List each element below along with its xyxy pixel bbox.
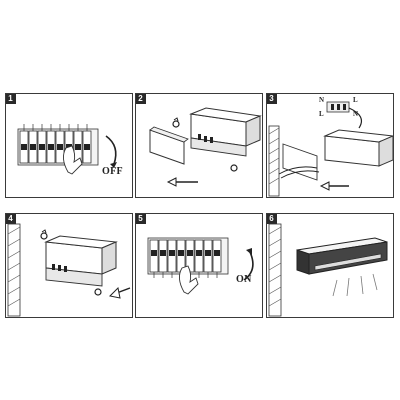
step-6-panel: 6 (266, 213, 394, 318)
remove-mounting-plate-illustration (149, 107, 262, 187)
step-5-panel: 5 ON (135, 213, 263, 318)
step-number: 2 (136, 94, 146, 104)
step-1-panel: 1 OFF (5, 93, 133, 198)
step-number: 4 (6, 214, 16, 224)
wiring-connection-illustration (268, 101, 393, 197)
mount-on-wall-illustration (7, 223, 131, 317)
step-4-panel: 4 (5, 213, 133, 318)
wire-label-live: L (319, 110, 324, 118)
step-number: 5 (136, 214, 146, 224)
wire-label-neutral-2: N (353, 110, 359, 118)
step-number: 3 (267, 94, 277, 104)
step-1-label: OFF (102, 166, 123, 177)
breaker-panel-off-illustration (17, 124, 117, 175)
step-2-panel: 2 (135, 93, 263, 198)
step-number: 1 (6, 94, 16, 104)
breaker-panel-on-illustration (147, 237, 254, 295)
step-5-label: ON (236, 274, 252, 285)
step-3-panel: 3 L N L N (266, 93, 394, 198)
wire-label-neutral: N (319, 96, 325, 104)
wire-label-live-2: L (353, 96, 358, 104)
installed-lamp-illustration (268, 223, 388, 317)
step-number: 6 (267, 214, 277, 224)
